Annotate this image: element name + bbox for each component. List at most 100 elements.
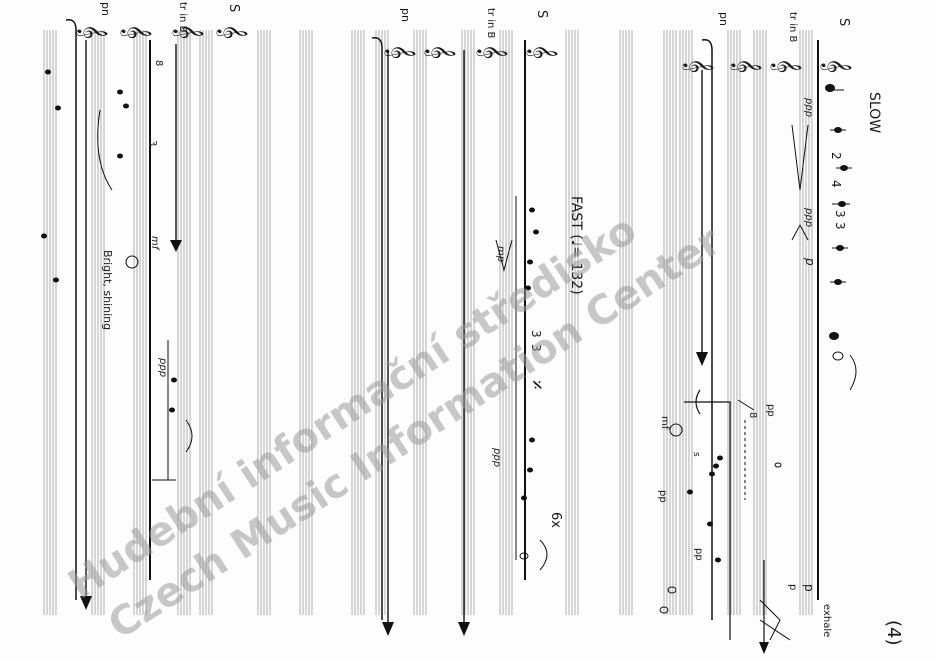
dynamic-marking: p bbox=[787, 584, 798, 590]
note-group bbox=[41, 69, 177, 413]
tuplet-number: 3 bbox=[833, 222, 847, 230]
instrument-label-tr: tr in B bbox=[787, 12, 798, 43]
note-head bbox=[832, 351, 844, 361]
instrument-label-tr: tr in B bbox=[485, 8, 496, 39]
treble-clef-icon: 𝄞 bbox=[730, 58, 762, 73]
note-head bbox=[709, 471, 715, 477]
note-head bbox=[169, 407, 175, 413]
dynamic-marking: pp bbox=[765, 404, 776, 417]
note-head bbox=[45, 69, 51, 75]
tuplet-number: 2 bbox=[829, 152, 843, 160]
cluster-notes bbox=[659, 455, 782, 614]
treble-clef-icon: 𝄞 bbox=[172, 24, 204, 39]
bracket-line bbox=[684, 401, 731, 640]
note-head bbox=[117, 153, 123, 159]
note-group bbox=[519, 207, 539, 560]
repeat-count: 6x bbox=[548, 512, 563, 528]
arrow-head-icon bbox=[80, 596, 92, 610]
note-head bbox=[125, 255, 139, 269]
tie bbox=[737, 399, 755, 411]
arrow-head-icon bbox=[759, 642, 769, 654]
note-head bbox=[687, 489, 693, 495]
note-head bbox=[533, 229, 539, 235]
ottava-label: 8 bbox=[747, 412, 758, 418]
note-head bbox=[669, 423, 683, 437]
tuplet-number: 3 bbox=[529, 330, 543, 338]
tuplet-number: 3 bbox=[147, 140, 158, 146]
slur bbox=[97, 109, 113, 191]
dynamic-marking: mf bbox=[659, 416, 670, 430]
note-head bbox=[713, 463, 719, 469]
dynamic-marking: mp bbox=[495, 246, 506, 262]
system-2: 𝄞 𝄞 𝄞 𝄞 S tr in B pn FAST (♩= 132) mp pp… bbox=[371, 8, 584, 636]
dynamic-marking: ppp bbox=[491, 447, 502, 467]
note-head bbox=[527, 259, 533, 265]
exhale-instruction: exhale bbox=[821, 604, 832, 637]
treble-clef-icon: 𝄞 bbox=[120, 24, 152, 39]
system-1-bracket bbox=[701, 38, 713, 620]
treble-clef-icon: 𝄞 bbox=[476, 44, 508, 59]
note-head bbox=[41, 233, 47, 239]
page-number: (4) bbox=[883, 620, 904, 646]
instrument-label-tr: tr in B bbox=[177, 2, 188, 33]
note-head bbox=[715, 557, 721, 563]
decrescendo-hairpin bbox=[791, 124, 809, 191]
note-head bbox=[659, 606, 669, 614]
fermata-icon bbox=[539, 539, 548, 571]
tuplet-number: 4 bbox=[829, 180, 843, 188]
note-head bbox=[529, 437, 535, 443]
note-stems bbox=[828, 89, 852, 283]
fermata-icon bbox=[849, 354, 857, 391]
note-head bbox=[529, 207, 535, 213]
treble-clef-icon: 𝄞 bbox=[424, 44, 456, 59]
note-head bbox=[667, 586, 677, 594]
crescendo-hairpin bbox=[791, 223, 809, 241]
note-head bbox=[774, 462, 782, 468]
note-head bbox=[55, 105, 61, 111]
ottava-label: 8 bbox=[153, 60, 164, 66]
treble-clef-icon: 𝄞 bbox=[76, 24, 108, 39]
system-3: 𝄞 𝄞 𝄞 𝄞 S tr in B pn Bright, shining mf … bbox=[41, 2, 248, 610]
system-3-bracket bbox=[65, 18, 77, 600]
note-head bbox=[123, 103, 129, 109]
dynamic-marking: p bbox=[803, 257, 817, 266]
phrase-bracket bbox=[152, 340, 176, 481]
note-head bbox=[521, 495, 527, 501]
note-head bbox=[519, 552, 529, 560]
note-head bbox=[825, 84, 835, 92]
note-head bbox=[707, 521, 713, 527]
repeat-sign-icon: 𝄎 bbox=[525, 380, 549, 390]
instrument-label-pn: pn bbox=[99, 2, 112, 16]
system-2-bracket bbox=[371, 36, 383, 620]
system-1: 𝄞 𝄞 𝄞 𝄞 S tr in B pn SLOW ppp ppp p 2 4 … bbox=[657, 12, 882, 654]
dynamic-marking: pp bbox=[693, 548, 704, 561]
watermark-line-1: Hudební informační středisko bbox=[60, 207, 644, 609]
note-head bbox=[53, 277, 59, 283]
note-head bbox=[717, 455, 723, 461]
dynamic-marking: p bbox=[802, 584, 816, 592]
note-group bbox=[825, 84, 857, 391]
tempo-marking: SLOW bbox=[866, 92, 882, 133]
treble-clef-icon: 𝄞 bbox=[770, 58, 802, 73]
tuplet-number: 3 bbox=[529, 344, 543, 352]
note-head bbox=[525, 285, 531, 291]
dynamic-marking: mf bbox=[149, 236, 160, 251]
breath-gesture bbox=[759, 599, 791, 641]
tuplet-number: 3 bbox=[833, 210, 847, 218]
treble-clef-icon: 𝄞 bbox=[682, 58, 714, 73]
dynamic-marking: pp bbox=[657, 490, 668, 503]
arrow-head-icon bbox=[170, 240, 182, 252]
treble-clef-icon: 𝄞 bbox=[216, 24, 248, 39]
annotation-s: s bbox=[691, 452, 701, 457]
treble-clef-icon: 𝄞 bbox=[820, 58, 852, 73]
arrow-head-icon bbox=[458, 622, 470, 636]
arrow-head-icon bbox=[696, 352, 708, 366]
watermark-line-2: Czech Music Information Center bbox=[100, 218, 729, 649]
dynamic-marking: ppp bbox=[803, 207, 814, 227]
fermata-icon bbox=[185, 419, 193, 453]
note-head bbox=[829, 332, 839, 340]
dynamic-marking: ppp bbox=[803, 97, 814, 117]
arrow-head-icon bbox=[382, 622, 394, 636]
